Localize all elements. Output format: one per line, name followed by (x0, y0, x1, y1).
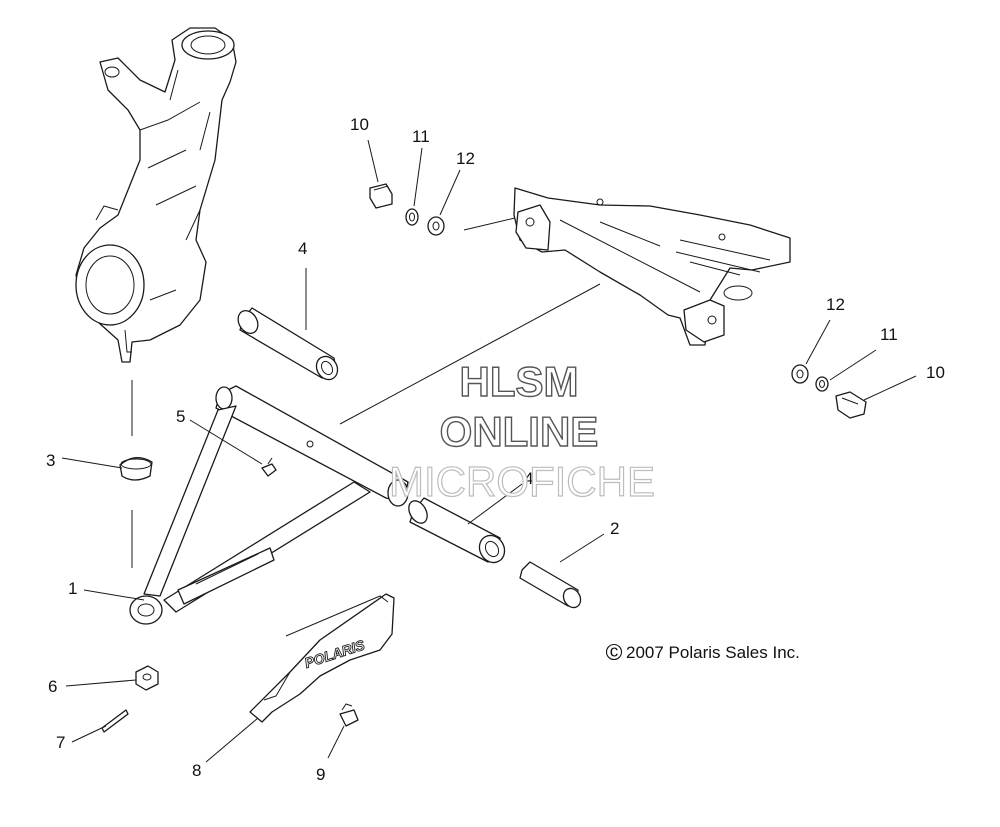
a-arm-guard-8: POLARIS (249, 593, 395, 723)
callout-4-lower: 4 (524, 469, 533, 488)
callout-11-upper: 11 (412, 127, 430, 146)
sleeve-2 (519, 561, 582, 609)
callout-10-lower: 10 (926, 363, 945, 382)
screw-9 (339, 703, 359, 727)
a-arm (129, 385, 409, 625)
copyright-notice: c 2007 Polaris Sales Inc. (605, 642, 800, 662)
washer-12-upper (427, 216, 445, 236)
washer-12-lower (791, 364, 809, 384)
lock-washer-11-upper (405, 208, 419, 226)
watermark-line-1: HLSM (460, 358, 579, 405)
callout-8: 8 (192, 761, 201, 780)
bolt-10-upper (369, 183, 393, 209)
bolt-10-lower (835, 391, 867, 419)
callout-6: 6 (48, 677, 57, 696)
copyright-symbol: c (610, 642, 619, 661)
steering-knuckle (75, 27, 237, 363)
leader-lines (61, 139, 917, 763)
callout-12-lower: 12 (826, 295, 845, 314)
copyright-circle-icon (605, 643, 623, 661)
nut-6 (135, 665, 159, 691)
callout-4-upper: 4 (298, 239, 307, 258)
watermark-line-3: MICROFICHE (389, 458, 655, 505)
callout-2: 2 (610, 519, 619, 538)
callout-5: 5 (176, 407, 185, 426)
watermark: HLSM ONLINE MICROFICHE (388, 357, 655, 505)
watermark-line-2: ONLINE (440, 408, 599, 455)
cotter-pin-7 (101, 709, 129, 733)
frame-crossmember (513, 187, 791, 346)
callout-3: 3 (46, 451, 55, 470)
callout-labels: 10 11 12 4 5 3 4 2 1 6 7 8 9 12 11 10 (46, 115, 945, 784)
dust-cover-3 (119, 457, 153, 481)
bushing-4-upper (237, 307, 339, 381)
bushing-4-lower (408, 497, 506, 564)
grease-fitting-5 (261, 457, 277, 477)
lock-washer-11-lower (815, 376, 829, 392)
callout-9: 9 (316, 765, 325, 784)
callout-11-lower: 11 (880, 325, 898, 344)
callout-12-upper: 12 (456, 149, 475, 168)
callout-10-upper: 10 (350, 115, 369, 134)
callout-1: 1 (68, 579, 77, 598)
callout-7: 7 (56, 733, 65, 752)
copyright-text: 2007 Polaris Sales Inc. (626, 643, 800, 662)
